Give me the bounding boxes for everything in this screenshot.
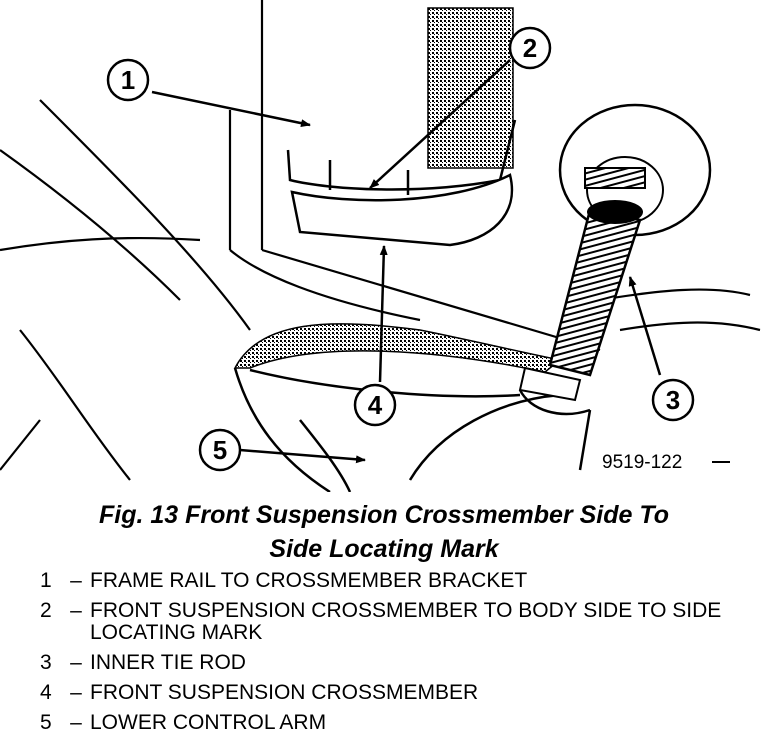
legend-number: 2 — [40, 599, 52, 622]
legend-item: 3 – INNER TIE ROD — [40, 652, 740, 674]
legend-number: 3 — [40, 651, 52, 674]
callout-number: 4 — [368, 390, 383, 420]
leader-arrow-3 — [628, 276, 662, 376]
legend-dash: – — [70, 711, 82, 734]
suspension-illustration: 1 2 3 4 5 9519-122 — [0, 0, 761, 492]
caption-line-2: Side Locating Mark — [269, 535, 499, 563]
callout-number: 1 — [121, 65, 135, 95]
callout-number: 5 — [213, 435, 227, 465]
callout-4: 4 — [353, 383, 397, 427]
callout-3: 3 — [651, 378, 695, 422]
legend-text: LOWER CONTROL ARM — [90, 711, 327, 734]
leader-arrows — [151, 59, 662, 464]
lower-stipple — [233, 323, 562, 373]
callout-number: 2 — [523, 33, 537, 63]
legend-dash: – — [70, 681, 82, 704]
leader-arrow-1 — [151, 90, 311, 128]
caption-line-1: Fig. 13 Front Suspension Crossmember Sid… — [98, 501, 669, 529]
legend-number: 1 — [40, 569, 52, 592]
legend-text: FRONT SUSPENSION CROSSMEMBER — [90, 681, 479, 704]
leader-arrow-2 — [369, 59, 511, 189]
callout-2: 2 — [508, 26, 552, 70]
legend-dash: – — [70, 599, 82, 622]
figure-caption: Fig. 13 Front Suspension Crossmember Sid… — [0, 498, 768, 566]
legend-text: FRAME RAIL TO CROSSMEMBER BRACKET — [90, 569, 528, 592]
legend-text: INNER TIE ROD — [90, 651, 246, 674]
tie-rod-assembly — [518, 103, 712, 471]
crossmember-body — [290, 173, 514, 247]
legend-number: 4 — [40, 681, 52, 704]
lower-control-arm — [233, 367, 561, 492]
background-structure — [0, 0, 761, 481]
legend-number: 5 — [40, 711, 52, 734]
legend-item: 4 – FRONT SUSPENSION CROSSMEMBER — [40, 682, 740, 704]
legend-item: 1 – FRAME RAIL TO CROSSMEMBER BRACKET — [40, 570, 740, 592]
frame-rail-stipple — [427, 7, 514, 169]
legend-list: 1 – FRAME RAIL TO CROSSMEMBER BRACKET 2 … — [40, 570, 740, 742]
legend-item: 5 – LOWER CONTROL ARM — [40, 712, 740, 734]
callout-1: 1 — [106, 58, 150, 102]
figure-code: 9519-122 — [602, 452, 682, 473]
legend-item: 2 – FRONT SUSPENSION CROSSMEMBER TO BODY… — [40, 600, 740, 644]
legend-dash: – — [70, 569, 82, 592]
legend-dash: – — [70, 651, 82, 674]
legend-text: FRONT SUSPENSION CROSSMEMBER TO BODY SID… — [90, 599, 722, 644]
leader-arrow-4 — [378, 245, 388, 383]
callout-5: 5 — [198, 428, 242, 472]
callout-number: 3 — [666, 385, 680, 415]
frame-rail-bracket — [286, 119, 517, 195]
leader-arrow-5 — [239, 448, 366, 464]
